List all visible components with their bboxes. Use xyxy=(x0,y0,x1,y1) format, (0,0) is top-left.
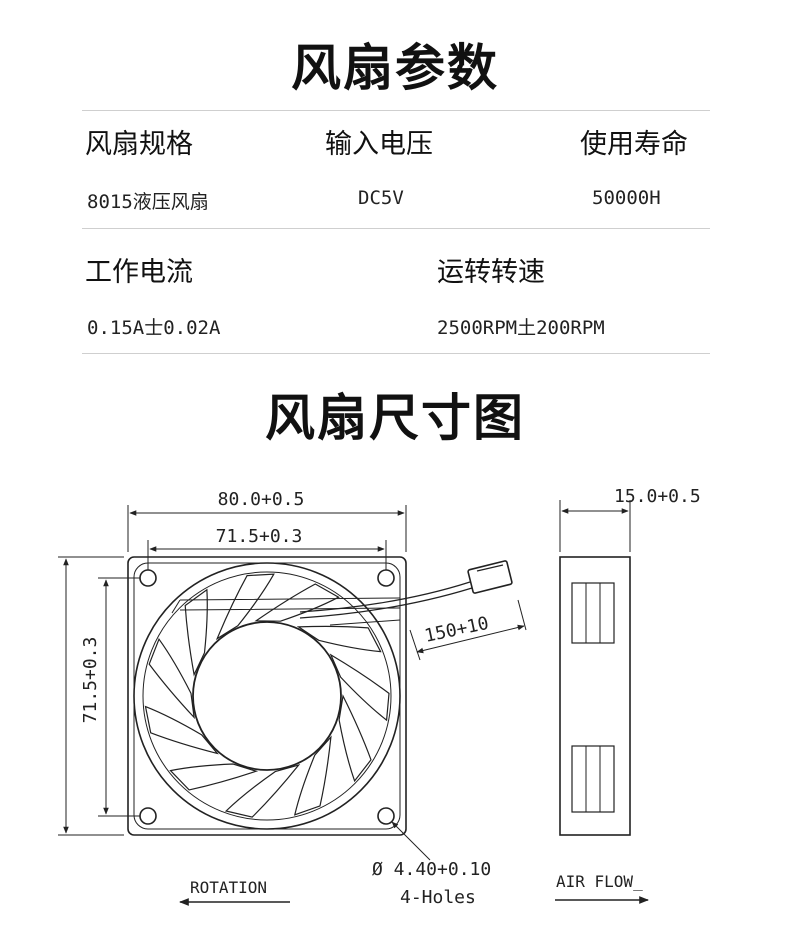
fan-params-title: 风扇参数 xyxy=(291,39,499,97)
voltage-label: 输入电压 xyxy=(325,129,433,160)
dimension-hole-spacing-h xyxy=(147,540,387,570)
cable-length-label: 150+10 xyxy=(423,613,491,647)
mount-hole-bottom-left xyxy=(139,807,157,825)
current-value: 0.15A士0.02A xyxy=(87,317,221,339)
connector-detail xyxy=(476,564,504,572)
cable-guide xyxy=(171,597,401,626)
fan-blades xyxy=(144,573,390,818)
dimension-hole-spacing-v xyxy=(98,577,140,817)
side-view-frame xyxy=(559,556,631,836)
side-view-upper-block xyxy=(571,582,615,644)
voltage-value: DC5V xyxy=(358,187,404,209)
spec-value: 8015液压风扇 xyxy=(87,191,209,213)
hole-callout-leader xyxy=(391,821,431,861)
cable-wire-b xyxy=(299,587,473,619)
air-flow-label: AIR FLOW_ xyxy=(556,872,643,891)
fan-hub xyxy=(192,621,342,771)
fan-blade xyxy=(169,763,259,791)
divider-middle xyxy=(82,228,710,229)
fan-frame-inner xyxy=(133,562,401,830)
fan-housing-ring xyxy=(133,562,401,830)
speed-value: 2500RPM土200RPM xyxy=(437,317,605,339)
rotation-label: ROTATION xyxy=(190,878,267,897)
cable-wire-a xyxy=(299,581,471,613)
fan-blade-ring xyxy=(142,571,392,821)
dimension-outer-height xyxy=(58,556,124,836)
hole-spacing-v-label: 71.5+0.3 xyxy=(80,637,101,724)
fan-frame-outer xyxy=(127,556,407,836)
speed-label: 运转转速 xyxy=(437,257,545,288)
fan-side-view xyxy=(559,556,631,836)
fan-blade xyxy=(296,625,382,653)
fan-front-view xyxy=(127,556,407,836)
side-view-lower-block xyxy=(571,745,615,813)
fan-blade xyxy=(215,573,275,641)
hole-spacing-h-label: 71.5+0.3 xyxy=(216,526,303,547)
spec-label: 风扇规格 xyxy=(85,129,193,160)
fan-blade xyxy=(144,705,219,755)
current-label: 工作电流 xyxy=(85,257,193,288)
fan-blade xyxy=(148,637,195,720)
fan-blade xyxy=(224,764,301,818)
cable-and-connector xyxy=(299,560,513,619)
divider-bottom xyxy=(82,353,710,354)
fan-blade xyxy=(329,653,390,722)
fan-blade xyxy=(254,583,340,622)
hole-diameter-label: Ø 4.40+0.10 xyxy=(372,859,491,880)
mount-hole-top-left xyxy=(139,569,157,587)
fan-blade xyxy=(293,735,332,816)
outer-width-label: 80.0+0.5 xyxy=(218,489,305,510)
lifespan-value: 50000H xyxy=(592,187,661,209)
hole-count-label: 4-Holes xyxy=(400,887,476,908)
fan-blade xyxy=(184,588,208,677)
connector-plug xyxy=(467,560,513,594)
fan-dimensions-title: 风扇尺寸图 xyxy=(265,389,525,447)
dimension-outer-width xyxy=(127,505,407,552)
dimension-thickness xyxy=(559,500,631,552)
thickness-label: 15.0+0.5 xyxy=(614,486,701,507)
lifespan-label: 使用寿命 xyxy=(580,129,688,160)
dimension-cable-length xyxy=(409,599,527,661)
mount-hole-bottom-right xyxy=(377,807,395,825)
divider-top xyxy=(82,110,710,111)
fan-blade xyxy=(338,694,372,783)
mount-hole-top-right xyxy=(377,569,395,587)
